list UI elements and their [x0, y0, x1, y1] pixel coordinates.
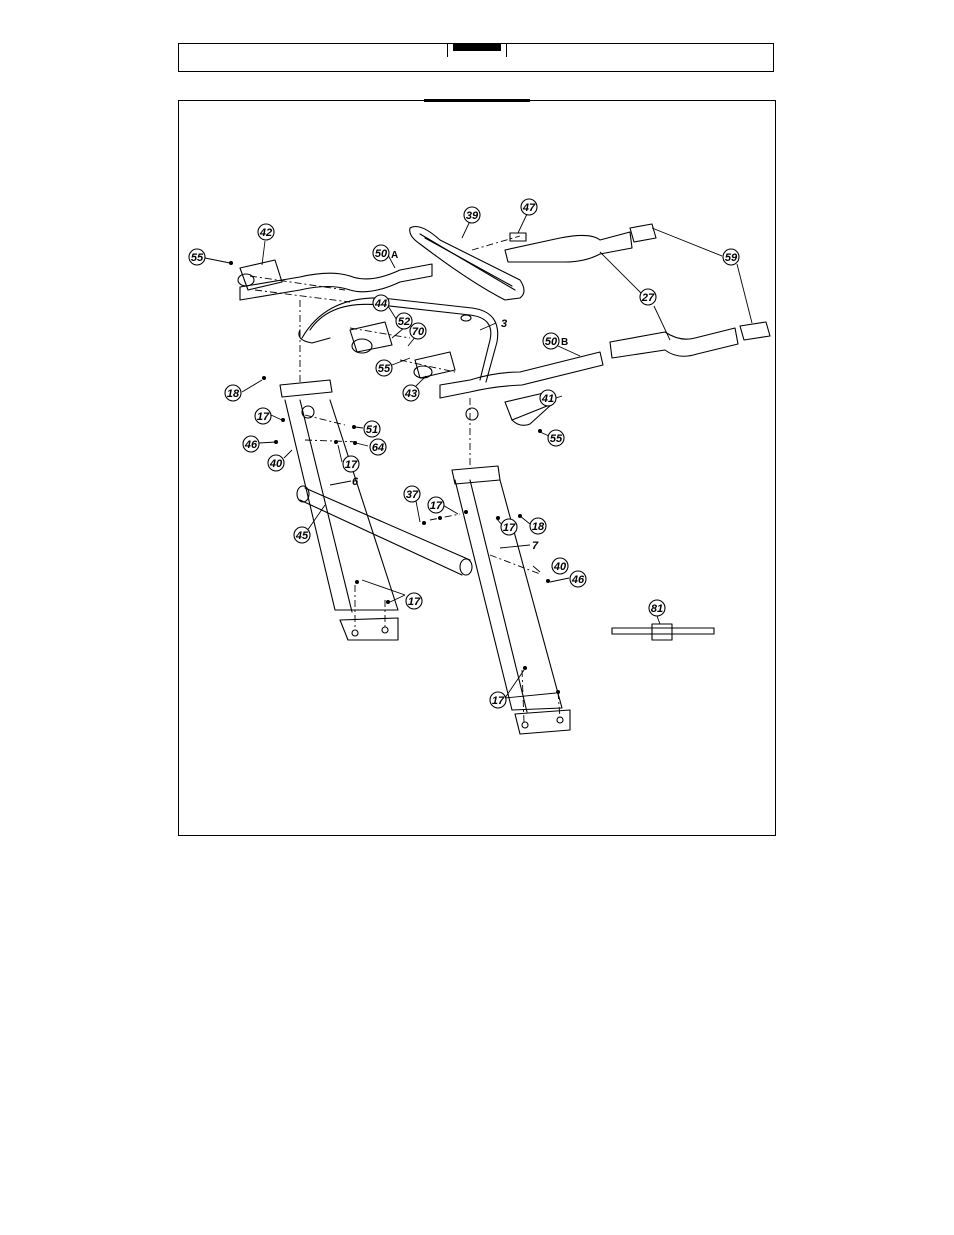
callout-label: 55: [550, 433, 563, 445]
callout-label: 18: [227, 388, 240, 400]
part-label-6: 6: [352, 476, 359, 488]
callout-24: 17: [501, 519, 517, 535]
callout-17: 51: [364, 421, 380, 437]
variant-letter-b: B: [561, 337, 568, 348]
callout-label: 17: [492, 695, 505, 707]
callout-label: 40: [553, 561, 567, 573]
callout-label: 45: [295, 530, 309, 542]
callout-label: 39: [466, 210, 479, 222]
part-label-3: 3: [501, 318, 507, 330]
callout-label: 50: [545, 336, 558, 348]
callout-label: 40: [269, 458, 283, 470]
callout-4: 47: [521, 199, 537, 215]
callout-18: 46: [243, 436, 259, 452]
callout-28: 40: [552, 558, 568, 574]
callout-label: 59: [725, 252, 738, 264]
callout-label: 51: [366, 424, 378, 436]
callout-11: 50: [543, 333, 559, 349]
callout-25: 18: [530, 518, 546, 534]
callout-8: 52: [396, 313, 412, 329]
callout-13: 41: [540, 390, 556, 406]
callout-label: 46: [244, 439, 258, 451]
callout-label: 37: [406, 489, 419, 501]
callout-label: 52: [398, 316, 410, 328]
callout-27: 17: [406, 593, 422, 609]
callout-19: 64: [370, 439, 386, 455]
callout-2: 50: [373, 245, 389, 261]
callout-22: 37: [404, 486, 420, 502]
callout-29: 46: [570, 571, 586, 587]
callout-label: 17: [430, 500, 443, 512]
callout-label: 41: [541, 393, 554, 405]
callout-7: 44: [373, 295, 389, 311]
callout-label: 27: [641, 292, 655, 304]
callout-label: 44: [374, 298, 387, 310]
callout-1: 42: [258, 224, 274, 240]
callout-label: 46: [571, 574, 585, 586]
callout-label: 64: [372, 442, 384, 454]
callout-30: 17: [490, 692, 506, 708]
callout-label: 17: [503, 522, 516, 534]
callout-label: 81: [651, 603, 663, 615]
callout-20: 40: [268, 455, 284, 471]
callout-label: 70: [412, 326, 425, 338]
callout-3: 39: [464, 207, 480, 223]
callout-5: 59: [723, 249, 739, 265]
callout-label: 17: [345, 459, 358, 471]
callout-label: 55: [191, 252, 204, 264]
callout-10: 55: [376, 360, 392, 376]
callout-16: 17: [255, 408, 271, 424]
callout-31: 81: [649, 600, 665, 616]
callout-6: 27: [640, 289, 656, 305]
callout-label: 43: [404, 388, 417, 400]
callout-label: 17: [257, 411, 270, 423]
callout-0: 55: [189, 249, 205, 265]
callout-21: 17: [343, 456, 359, 472]
callout-23: 17: [428, 497, 444, 513]
callout-label: 18: [532, 521, 545, 533]
callout-label: 17: [408, 596, 421, 608]
callout-label: 50: [375, 248, 388, 260]
callout-label: 47: [522, 202, 536, 214]
callout-14: 55: [548, 430, 564, 446]
part-label-7: 7: [532, 540, 539, 552]
variant-letter-a: A: [391, 250, 398, 261]
callout-9: 70: [410, 323, 426, 339]
callout-15: 18: [225, 385, 241, 401]
callout-label: 55: [378, 363, 391, 375]
callout-12: 43: [403, 385, 419, 401]
callout-label: 42: [259, 227, 272, 239]
callout-26: 45: [294, 527, 310, 543]
